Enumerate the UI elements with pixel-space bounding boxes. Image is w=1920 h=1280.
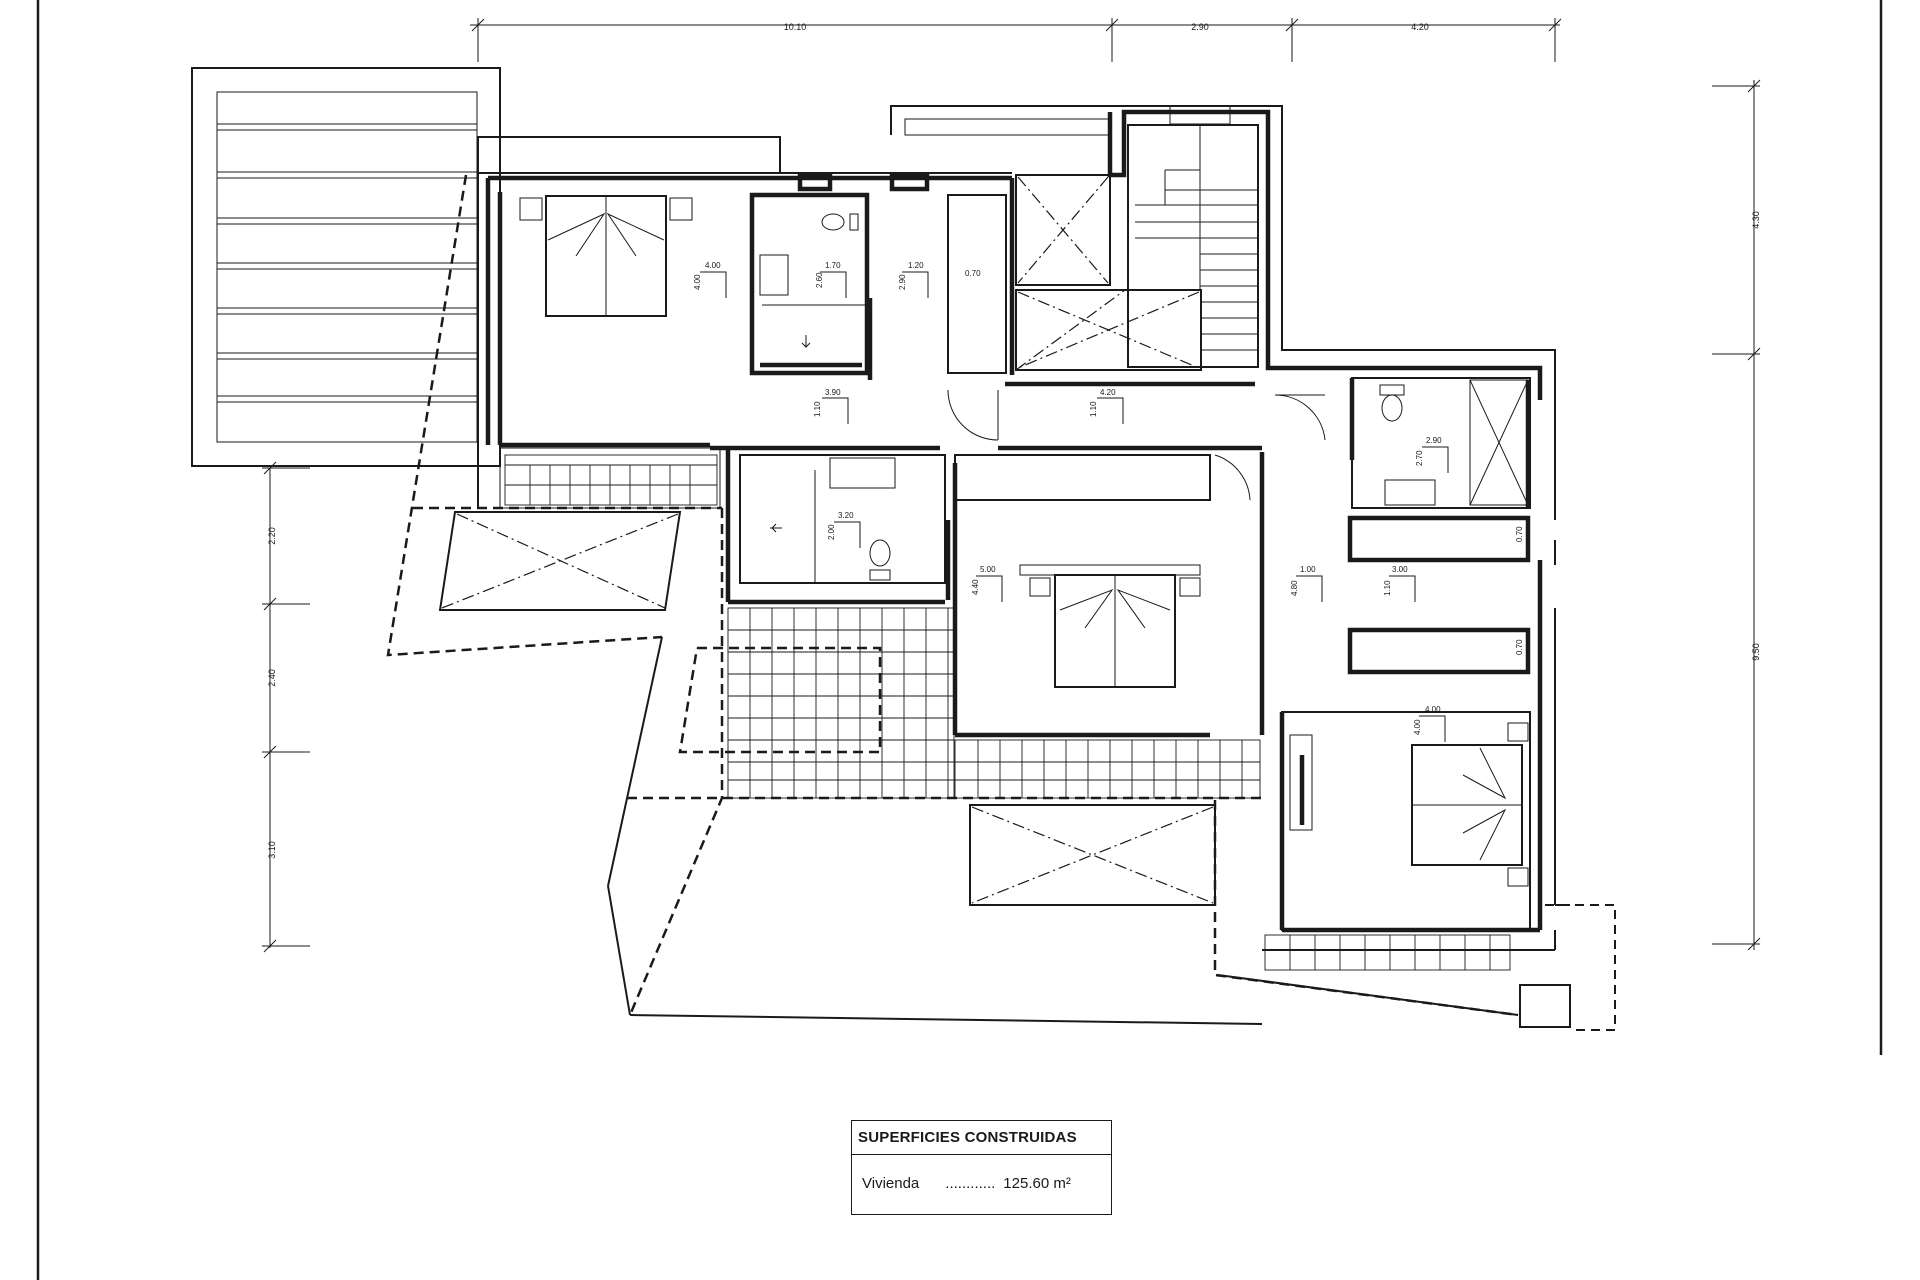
dim-left-3: 3.10 bbox=[267, 841, 277, 859]
bedroom-3: 4.00 4.00 bbox=[1281, 705, 1531, 931]
bed3-width: 4.00 bbox=[1425, 705, 1441, 714]
bedroom-1: 4.00 4.00 bbox=[499, 195, 727, 509]
hall1-depth: 1.10 bbox=[813, 401, 822, 417]
bath1-width: 1.70 bbox=[825, 261, 841, 270]
legend-leader: ............ bbox=[945, 1174, 996, 1192]
closet3-shelf: 0.70 bbox=[1515, 639, 1524, 655]
dimension-right: 4.30 9.50 bbox=[1712, 79, 1761, 951]
terrace-left bbox=[504, 454, 718, 506]
dim-top-3: 4.20 bbox=[1411, 22, 1429, 32]
hall3-depth: 4.80 bbox=[1290, 580, 1299, 596]
void-1 bbox=[1015, 174, 1111, 286]
dim-left-2: 2.40 bbox=[267, 669, 277, 687]
closet1-shelf: 0.70 bbox=[965, 269, 981, 278]
closet1-depth: 2.90 bbox=[898, 274, 907, 290]
closet-2: 0.70 bbox=[1347, 515, 1531, 563]
dim-right-1: 4.30 bbox=[1751, 211, 1761, 229]
bathroom-2: 3.20 2.00 bbox=[739, 454, 1211, 600]
closet2-shelf: 0.70 bbox=[1515, 526, 1524, 542]
pergola bbox=[191, 67, 501, 467]
dressing: 3.00 1.10 bbox=[1383, 565, 1416, 602]
hallway: 3.90 1.10 4.20 1.10 bbox=[710, 381, 1326, 451]
hall3-width: 1.00 bbox=[1300, 565, 1316, 574]
bath1-depth: 2.60 bbox=[815, 272, 824, 288]
dress-depth: 1.10 bbox=[1383, 580, 1392, 596]
bedroom-2: 5.00 4.40 bbox=[971, 454, 1251, 688]
staircase bbox=[1127, 105, 1259, 368]
hall2-width: 4.20 bbox=[1100, 388, 1116, 397]
built-area-legend: SUPERFICIES CONSTRUIDAS Vivienda .......… bbox=[851, 1120, 1112, 1215]
dress-width: 3.00 bbox=[1392, 565, 1408, 574]
closet-1: 1.20 2.90 0.70 bbox=[898, 178, 1015, 375]
closet-3: 0.70 bbox=[1347, 627, 1531, 675]
bed1-depth: 4.00 bbox=[693, 274, 702, 290]
bath3-width: 2.90 bbox=[1426, 436, 1442, 445]
void-2 bbox=[1015, 289, 1202, 371]
terrace-right bbox=[1264, 904, 1616, 1031]
bed2-width: 5.00 bbox=[980, 565, 996, 574]
bathroom-1: 1.70 2.60 bbox=[749, 172, 930, 380]
legend-item-label: Vivienda bbox=[862, 1174, 920, 1192]
bathroom-3: 2.90 2.70 bbox=[1349, 377, 1531, 509]
dimension-left: 2.20 2.40 3.10 bbox=[262, 461, 310, 953]
dimension-top: 10.10 2.90 4.20 bbox=[470, 18, 1562, 62]
void-3 bbox=[969, 804, 1216, 906]
bath2-width: 3.20 bbox=[838, 511, 854, 520]
hall2-depth: 1.10 bbox=[1089, 401, 1098, 417]
bath2-depth: 2.00 bbox=[827, 524, 836, 540]
hall1-width: 3.90 bbox=[825, 388, 841, 397]
dim-right-2: 9.50 bbox=[1751, 643, 1761, 661]
legend-item-value: 125.60 m² bbox=[1003, 1174, 1071, 1192]
hall-3: 1.00 4.80 bbox=[1290, 565, 1323, 602]
terrace-middle bbox=[678, 607, 1261, 799]
bath3-depth: 2.70 bbox=[1415, 450, 1424, 466]
legend-title: SUPERFICIES CONSTRUIDAS bbox=[852, 1121, 1111, 1155]
closet1-width: 1.20 bbox=[908, 261, 924, 270]
legend-row: Vivienda ............ 125.60 m² bbox=[852, 1155, 1111, 1211]
bed2-depth: 4.40 bbox=[971, 579, 980, 595]
bed3-depth: 4.00 bbox=[1413, 719, 1422, 735]
dim-top-2: 2.90 bbox=[1191, 22, 1209, 32]
dim-top-1: 10.10 bbox=[784, 22, 807, 32]
dim-left-1: 2.20 bbox=[267, 527, 277, 545]
void-4 bbox=[438, 511, 682, 611]
bed1-width: 4.00 bbox=[705, 261, 721, 270]
